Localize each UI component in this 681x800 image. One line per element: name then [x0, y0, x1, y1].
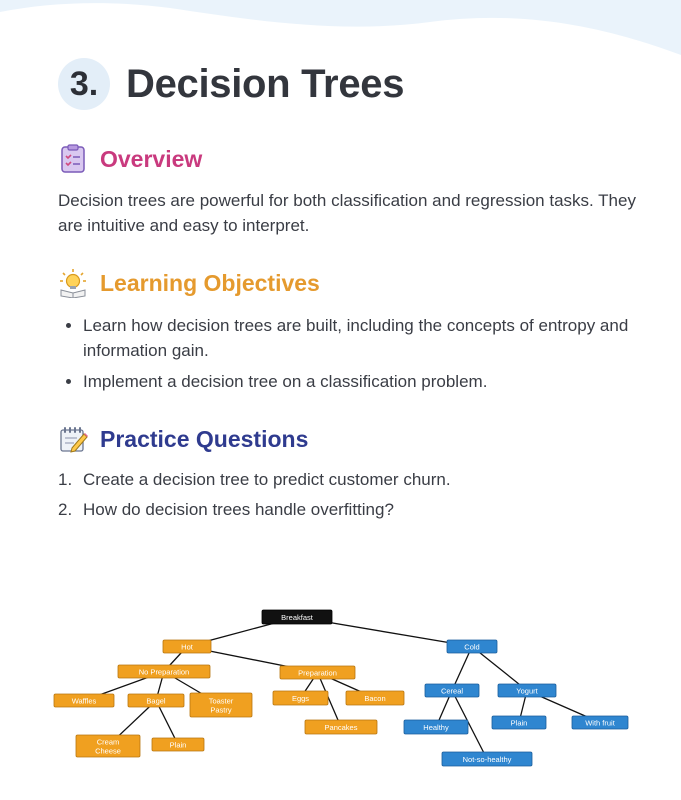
tree-node-cereal: Cereal: [424, 683, 480, 698]
tree-edge-cold-yogurt: [471, 645, 528, 692]
page-title-text: Decision Trees: [126, 61, 405, 106]
list-item: Learn how decision trees are built, incl…: [58, 313, 658, 363]
tree-node-label: No Preparation: [139, 667, 189, 676]
lightbulb-book-icon: [60, 269, 86, 298]
tree-node-label: Plain: [511, 718, 528, 727]
tree-node-label: Preparation: [298, 668, 337, 677]
tree-node-label: Toaster: [209, 696, 234, 705]
tree-node-healthy: Healthy: [403, 719, 469, 735]
tree-node-breakfast: Breakfast: [261, 609, 333, 625]
tree-node-plain-bagel: Plain: [151, 737, 205, 752]
tree-node-not-so-healthy: Not-so-healthy: [441, 751, 533, 767]
page-title: 3. Decision Trees: [58, 58, 404, 110]
tree-node-label: Cold: [464, 642, 479, 651]
tree-node-label: Hot: [181, 642, 194, 651]
overview-heading-text: Overview: [100, 145, 203, 172]
notepad-pencil-icon: [60, 427, 88, 453]
tree-node-label: Pancakes: [325, 723, 358, 732]
tree-node-label: Bacon: [364, 694, 385, 703]
tree-node-label: Eggs: [292, 694, 309, 703]
learning-objectives-list: Learn how decision trees are built, incl…: [58, 313, 658, 400]
overview-paragraph: Decision trees are powerful for both cla…: [58, 191, 636, 235]
tree-edge-bagel-plain_bagel: [155, 700, 179, 745]
practice-questions-heading: Practice Questions: [58, 424, 308, 454]
tree-node-cold: Cold: [446, 639, 498, 654]
tree-node-label: Yogurt: [516, 686, 538, 695]
tree-edge-cold-cereal: [451, 646, 473, 691]
tree-node-prep: Preparation: [279, 665, 356, 680]
tree-node-waffles: Waffles: [53, 693, 115, 708]
tree-node-label: Pastry: [210, 705, 232, 714]
tree-node-plain-yogurt: Plain: [491, 715, 547, 730]
tree-node-label: Bagel: [146, 696, 166, 705]
tree-node-label: Cereal: [441, 686, 463, 695]
overview-heading: Overview: [58, 144, 202, 174]
practice-questions-heading-text: Practice Questions: [100, 425, 309, 452]
tree-node-label: With fruit: [585, 718, 616, 727]
tree-node-pancakes: Pancakes: [304, 719, 378, 735]
learning-objectives-heading-text: Learning Objectives: [100, 269, 320, 296]
list-item: 1.Create a decision tree to predict cust…: [58, 470, 451, 489]
list-item: Implement a decision tree on a classific…: [58, 369, 658, 394]
tree-edge-prep-pancakes: [316, 672, 342, 728]
learning-objectives-heading: Learning Objectives: [58, 268, 320, 298]
tree-node-label: Healthy: [423, 723, 449, 732]
tree-node-no-prep: No Preparation: [117, 664, 211, 679]
tree-node-label: Plain: [170, 740, 187, 749]
tree-node-with-fruit: With fruit: [571, 715, 629, 730]
tree-node-label: Cheese: [95, 746, 121, 755]
tree-node-hot: Hot: [162, 639, 212, 654]
section-number-badge: 3.: [58, 58, 110, 110]
tree-node-bagel: Bagel: [127, 693, 185, 708]
practice-questions-list: 1.Create a decision tree to predict cust…: [58, 467, 451, 527]
list-item: 2.How do decision trees handle overfitti…: [58, 500, 394, 519]
tree-node-label: Cream: [97, 737, 120, 746]
tree-node-bacon: Bacon: [345, 690, 405, 706]
tree-edge-cereal-not_so_healthy: [451, 690, 488, 760]
clipboard-icon: [61, 144, 85, 173]
tree-node-yogurt: Yogurt: [497, 683, 557, 698]
tree-node-label: Waffles: [72, 696, 97, 705]
tree-node-label: Not-so-healthy: [463, 755, 512, 764]
header-wave-decoration: [0, 0, 681, 55]
tree-node-eggs: Eggs: [272, 690, 329, 706]
tree-node-label: Breakfast: [281, 613, 314, 622]
